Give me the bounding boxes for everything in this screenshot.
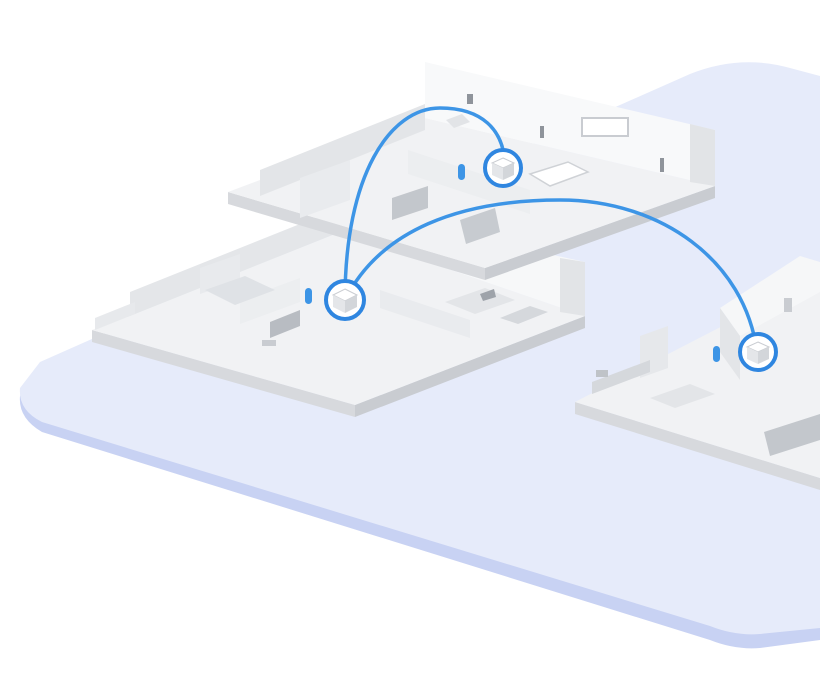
mesh-router-cube-icon — [745, 341, 771, 364]
node-ground-floor — [738, 332, 778, 372]
mesh-router-cube-icon — [331, 288, 359, 313]
balcony-rail — [95, 302, 135, 330]
node-upper-floor — [483, 148, 523, 188]
kitchen-counter — [592, 360, 650, 394]
dining-table — [650, 384, 715, 408]
node-middle-floor — [324, 279, 366, 321]
armchair — [460, 208, 500, 244]
table — [445, 288, 515, 314]
side-table — [446, 114, 470, 128]
mesh-router-cube-icon — [490, 157, 516, 180]
bed — [205, 276, 275, 305]
smart-speaker-icon — [305, 288, 312, 304]
window — [581, 117, 629, 137]
sofa — [392, 186, 428, 220]
mesh-link-middle-to-upper — [343, 106, 507, 302]
tv-unit — [270, 310, 300, 338]
sofa — [764, 414, 820, 456]
rug — [500, 306, 548, 324]
mesh-link-middle-to-ground — [343, 198, 759, 354]
floor-upper — [228, 62, 715, 280]
smart-speaker-icon — [713, 346, 720, 362]
smart-speaker-icon — [458, 164, 465, 180]
bathtub — [528, 161, 590, 187]
laptop — [480, 289, 496, 301]
